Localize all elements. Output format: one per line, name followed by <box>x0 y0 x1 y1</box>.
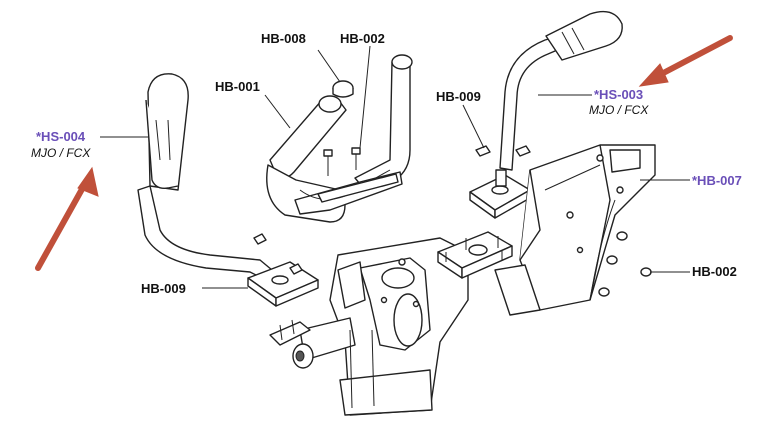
label-hb-007: *HB-007 <box>692 173 742 188</box>
label-hb-002-right: HB-002 <box>692 264 737 279</box>
label-hb-008: HB-008 <box>261 31 306 46</box>
center-frame <box>269 237 469 416</box>
label-hs-004: *HS-004 <box>36 129 86 144</box>
arrow-head-hs003 <box>638 63 669 87</box>
label-hs-003-sub: MJO / FCX <box>589 103 649 117</box>
arrow-head-hs004 <box>77 166 99 197</box>
cap-part <box>332 80 354 98</box>
top-mount-plate <box>437 231 513 279</box>
yoke-assembly <box>266 54 413 223</box>
label-hb-002-top: HB-002 <box>340 31 385 46</box>
label-hb-009-top: HB-009 <box>436 89 481 104</box>
label-hs-004-sub: MJO / FCX <box>31 146 91 160</box>
left-handle <box>137 73 319 307</box>
bracket-part <box>494 144 656 316</box>
yoke-bolts <box>323 147 361 176</box>
pointer-arrows <box>35 35 733 271</box>
label-hb-009-bottom: HB-009 <box>141 281 186 296</box>
right-handle <box>469 10 623 219</box>
label-hb-001: HB-001 <box>215 79 260 94</box>
leader-lines <box>100 45 690 289</box>
label-hs-003: *HS-003 <box>594 87 644 102</box>
arrow-to-hs004 <box>35 179 89 271</box>
